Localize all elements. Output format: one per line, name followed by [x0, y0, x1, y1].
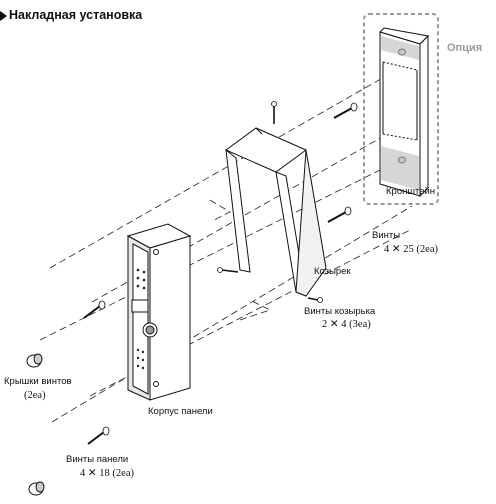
- hood-screws: [217, 101, 323, 303]
- option-frame: [363, 13, 439, 205]
- panel-screw-lower: [87, 426, 110, 445]
- page-title: Накладная установка: [9, 8, 143, 22]
- panel-screws-label: Винты панели: [66, 454, 129, 465]
- bracket-shading: [381, 36, 419, 190]
- screws-spec: 4 ✕ 25 (2ea): [384, 244, 438, 255]
- panel-screws-spec: 4 ✕ 18 (2ea): [80, 468, 134, 479]
- option-label: Опция: [447, 42, 483, 54]
- hood: [225, 127, 327, 297]
- screw-caps-count: (2ea): [24, 390, 46, 401]
- panel-body-label: Корпус панели: [148, 406, 213, 417]
- bracket-label: Кронштейн: [386, 186, 436, 197]
- panel-body: [126, 223, 192, 401]
- panel-speaker-holes: [136, 268, 146, 370]
- hood-label: Козырек: [314, 266, 351, 277]
- hood-screws-label: Винты козырька: [304, 306, 376, 317]
- screw-cap-lower: [28, 481, 45, 496]
- screw-caps-label: Крышки винтов: [4, 376, 72, 387]
- screws-label: Винты: [372, 230, 401, 241]
- panel-screw-upper: [83, 300, 106, 319]
- hood-screws-spec: 2 ✕ 4 (3ea): [322, 319, 371, 330]
- alignment-lines: [39, 67, 413, 423]
- bracket-screw-lower: [327, 206, 352, 223]
- title-arrow-icon: [0, 11, 7, 21]
- screw-cap-upper: [26, 353, 43, 368]
- bracket-screw-upper: [333, 102, 358, 119]
